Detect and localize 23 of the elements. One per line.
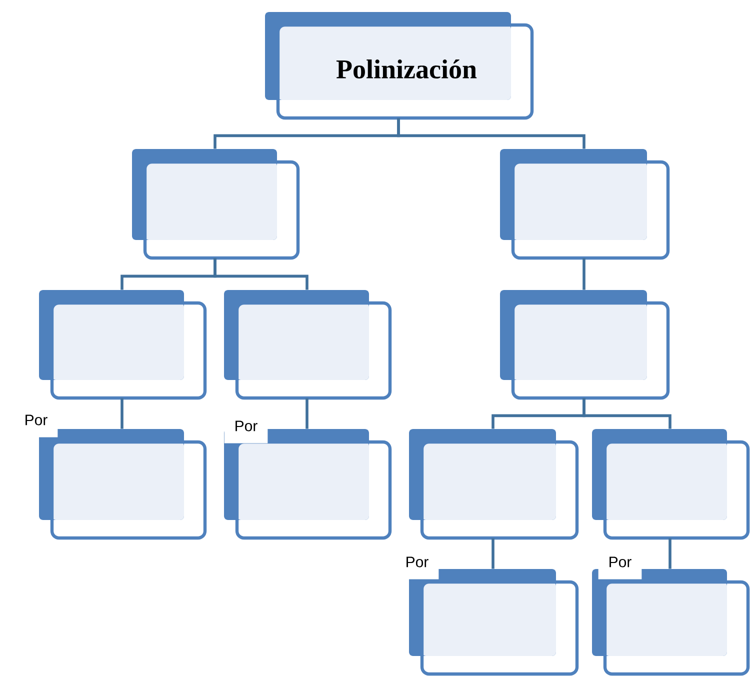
connector [214, 258, 308, 290]
process-box [132, 149, 300, 260]
process-box [39, 428, 207, 540]
connector [306, 398, 308, 429]
process-box: Polinización [265, 12, 534, 120]
connector [492, 538, 494, 569]
connector [668, 538, 672, 569]
edge-label: Por [224, 408, 268, 444]
process-box [500, 149, 670, 260]
connector [397, 118, 586, 149]
edge-label: Por [598, 544, 642, 580]
process-box [409, 428, 579, 540]
connector [582, 258, 586, 290]
connector [582, 398, 672, 429]
process-box [409, 568, 579, 676]
connector [120, 398, 124, 429]
process-box [39, 290, 207, 400]
edge-label: Por [14, 402, 58, 438]
process-box [592, 568, 750, 676]
process-box [500, 290, 670, 400]
edge-label: Por [395, 544, 439, 580]
process-box [224, 290, 392, 400]
process-box [592, 428, 750, 540]
